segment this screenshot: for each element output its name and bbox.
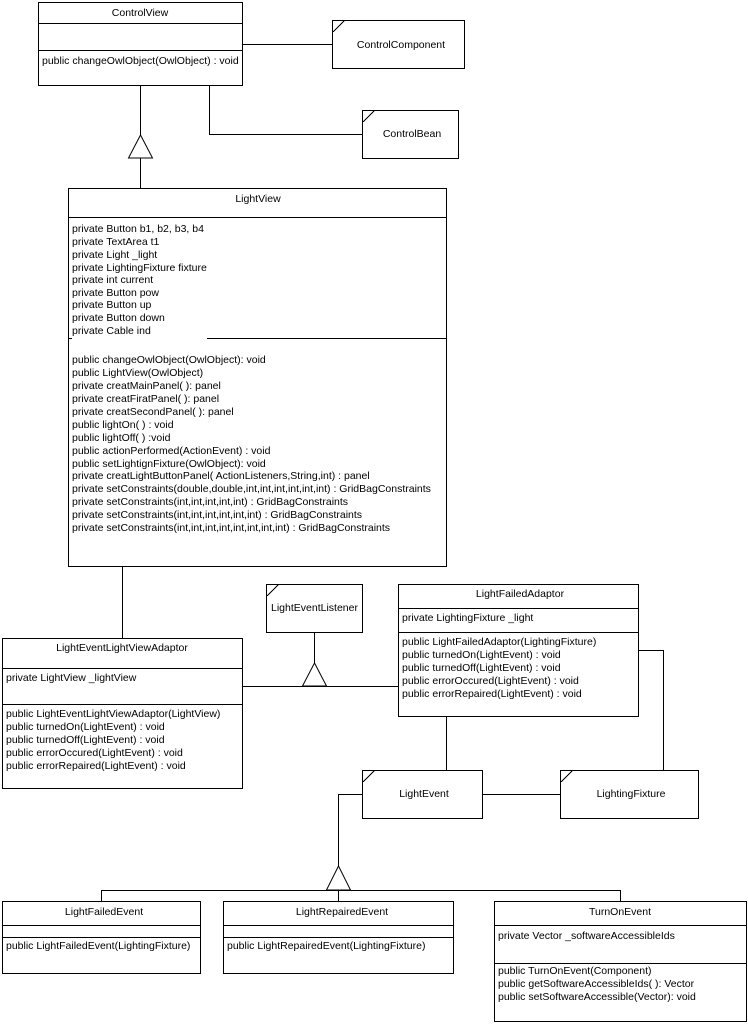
reference-name: ControlComponent [357,39,445,51]
method: public LightRepairedEvent(LightingFixtur… [227,940,425,952]
method: public turnedOff(LightEvent) : void [6,734,165,746]
attribute: private Button down [72,312,165,324]
attribute: private LightingFixture _light [402,612,533,624]
attribute: private Button pow [72,287,159,299]
attribute: private Button up [72,299,152,311]
class-name: LightFailedEvent [65,906,143,918]
method: private setConstraints(double,double,int… [72,483,431,495]
method: public LightView(OwlObject) [72,367,203,379]
class-lightview[interactable]: LightView private Button b1, b2, b3, b4 … [68,188,447,567]
generalization-line-lightevent [338,794,362,866]
class-name: LightFailedAdaptor [476,588,565,600]
reference-name: LightEventListener [271,602,358,614]
association-controlview-controlbean [209,86,362,135]
method: public changeOwlObject(OwlObject): void [72,354,266,366]
method: public TurnOnEvent(Component) [498,965,652,977]
method: public errorOccured(LightEvent) : void [6,747,183,759]
class-lightfailedevent[interactable]: LightFailedEvent public LightFailedEvent… [2,901,201,974]
method: private creatMainPanel( ): panel [72,380,221,392]
method: public setSoftwareAccessible(Vector): vo… [498,991,696,1003]
reference-controlcomponent[interactable]: ControlComponent [332,20,465,69]
reference-name: LightEvent [399,788,449,800]
method: public errorOccured(LightEvent) : void [402,675,579,687]
class-lighteventlightviewadaptor[interactable]: LightEventLightViewAdaptor private Light… [2,638,243,789]
attribute: private Vector _softwareAccessibleIds [498,930,675,942]
class-name: LightRepairedEvent [296,906,388,918]
attribute: private Button b1, b2, b3, b4 [72,223,204,235]
method: private setConstraints(int,int,int,int,i… [72,509,362,521]
generalization-branch-line [101,890,621,901]
method: public lightOff( ) :void [72,432,171,444]
attribute: private int current [72,274,153,286]
class-name: LightView [235,193,281,205]
attribute: private LightingFixture fixture [72,262,207,274]
method: public lightOn( ) : void [72,419,174,431]
reference-name: LightingFixture [597,788,666,800]
method: private setConstraints(int,int,int,int,i… [72,496,348,508]
method: public actionPerformed(ActionEvent) : vo… [72,445,271,457]
class-name: LightEventLightViewAdaptor [56,642,188,654]
attribute: private TextArea t1 [72,236,160,248]
method: public errorRepaired(LightEvent) : void [402,688,582,700]
method: private creatLightButtonPanel( ActionLis… [72,470,370,482]
method: private setConstraints(int,int,int,int,i… [72,522,390,534]
folded-corner-icon [266,584,279,597]
reference-controlbean[interactable]: ControlBean [362,110,459,159]
class-turnonevent[interactable]: TurnOnEvent private Vector _softwareAcce… [494,901,747,1022]
reference-lightingfixture[interactable]: LightingFixture [560,770,699,819]
folded-corner-icon [332,20,345,33]
attribute: private Cable ind [72,325,151,337]
method: public turnedOn(LightEvent) : void [6,721,165,733]
attribute: private LightView _lightView [6,672,137,684]
method: public turnedOff(LightEvent) : void [402,662,561,674]
class-name: TurnOnEvent [589,906,651,918]
method: public LightFailedEvent(LightingFixture) [6,940,190,952]
method: public LightEventLightViewAdaptor(LightV… [6,708,220,720]
attributes: private Button b1, b2, b3, b4 private Te… [72,223,207,337]
method: private creatFiratPanel( ): panel [72,393,219,405]
attribute: private Light _light [72,249,157,261]
folded-corner-icon [560,770,573,783]
connectors [101,44,664,901]
reference-lighteventlistener[interactable]: LightEventListener [266,584,363,633]
method: public setLightignFixture(OwlObject): vo… [72,458,266,470]
methods: public changeOwlObject(OwlObject): void … [72,354,431,534]
reference-name: ControlBean [383,128,442,140]
class-lightrepairedevent[interactable]: LightRepairedEvent public LightRepairedE… [223,901,454,974]
association-adaptor-lightingfixture [638,650,664,770]
class-name: ControlView [112,7,169,19]
method: public changeOwlObject(OwlObject) : void [42,55,239,67]
generalization-arrow-icon [127,133,154,159]
folded-corner-icon [362,110,375,123]
method: public errorRepaired(LightEvent) : void [6,760,186,772]
class-lightfailedadaptor[interactable]: LightFailedAdaptor private LightingFixtu… [398,584,639,717]
realization-arrow-icon [301,661,328,687]
generalization-arrow-icon [325,864,352,891]
method: private creatSecondPanel( ): panel [72,406,234,418]
class-controlview[interactable]: ControlView public changeOwlObject(OwlOb… [38,2,243,86]
method: public turnedOn(LightEvent) : void [402,649,561,661]
folded-corner-icon [362,770,375,783]
method: public LightFailedAdaptor(LightingFixtur… [402,636,596,648]
reference-lightevent[interactable]: LightEvent [362,770,483,819]
method: public getSoftwareAccessibleIds( ): Vect… [498,978,695,990]
